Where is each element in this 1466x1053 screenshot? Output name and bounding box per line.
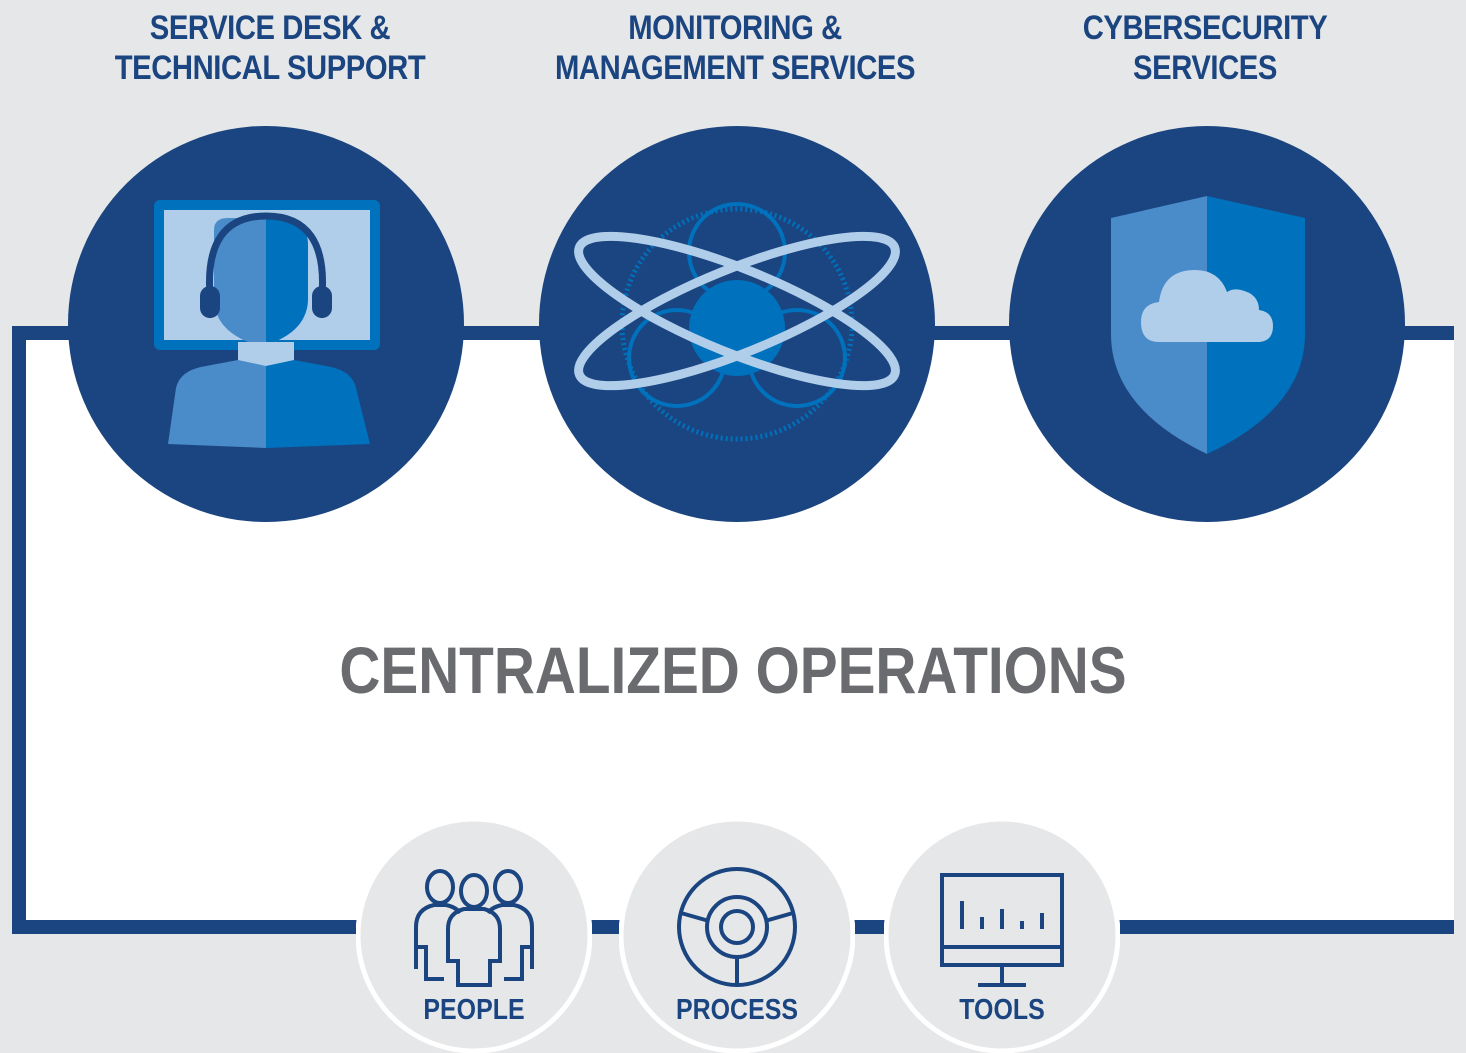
heading-line: MANAGEMENT SERVICES [554, 49, 916, 87]
heading-line: CYBERSECURITY [1082, 9, 1328, 47]
heading-monitoring: MONITORING & MANAGEMENT SERVICES [554, 8, 916, 88]
heading-cybersecurity: CYBERSECURITY SERVICES [1024, 8, 1385, 88]
pillar-label-process: PROCESS [676, 994, 798, 1026]
heading-service-desk: SERVICE DESK & TECHNICAL SUPPORT [89, 8, 450, 88]
center-title: CENTRALIZED OPERATIONS [339, 633, 1127, 707]
heading-line: MONITORING & [628, 9, 842, 47]
process-icon [619, 817, 855, 1053]
heading-line: SERVICE DESK & [149, 9, 391, 47]
pillar-label-tools: TOOLS [959, 994, 1045, 1026]
shield-cloud-icon [1009, 126, 1405, 522]
support-agent-icon [68, 126, 464, 522]
pillar-label-people: PEOPLE [423, 994, 525, 1026]
heading-line: TECHNICAL SUPPORT [114, 49, 426, 87]
monitoring-orbit-icon [539, 126, 935, 522]
heading-line: SERVICES [1133, 49, 1277, 87]
people-icon [356, 817, 592, 1053]
